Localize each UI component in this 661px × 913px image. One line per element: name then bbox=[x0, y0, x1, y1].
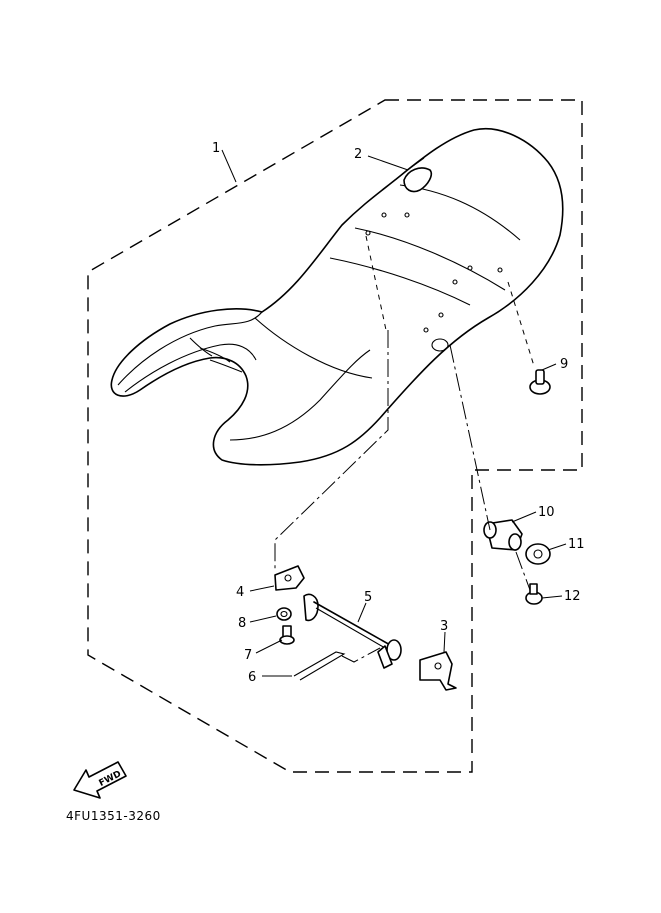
bolt-7[interactable] bbox=[279, 625, 295, 645]
seat-lock-10[interactable] bbox=[483, 519, 523, 551]
leader-3 bbox=[443, 631, 446, 653]
leader-1 bbox=[221, 149, 237, 183]
callout-8: 8 bbox=[238, 616, 246, 631]
callout-3: 3 bbox=[440, 619, 448, 634]
callout-10: 10 bbox=[538, 505, 555, 520]
washer-8[interactable] bbox=[276, 607, 292, 621]
leader-4 bbox=[249, 585, 275, 592]
cable-6[interactable] bbox=[293, 651, 346, 681]
leader-10 bbox=[511, 511, 537, 523]
lock-rod-5[interactable] bbox=[303, 593, 402, 669]
assembly-line-seat-to-holes bbox=[365, 235, 387, 331]
part-code: 4FU1351-3260 bbox=[66, 809, 161, 823]
callout-12: 12 bbox=[564, 589, 581, 604]
seat[interactable] bbox=[110, 128, 564, 466]
assembly-line-seat-to-lock bbox=[449, 344, 491, 531]
assembly-line-seat-to-hook bbox=[274, 330, 389, 570]
callout-2: 2 bbox=[354, 147, 362, 162]
leader-5 bbox=[357, 602, 367, 623]
bracket-3[interactable] bbox=[419, 651, 457, 691]
assembly-line-cable bbox=[341, 647, 381, 663]
leader-2 bbox=[367, 155, 409, 171]
leader-12 bbox=[541, 595, 563, 599]
fwd-arrow-icon: FWD bbox=[73, 761, 127, 799]
assembly-boundary bbox=[87, 99, 583, 773]
callout-4: 4 bbox=[236, 585, 244, 600]
callout-5: 5 bbox=[364, 590, 372, 605]
leader-7 bbox=[255, 639, 283, 654]
seat-hook-4[interactable] bbox=[274, 565, 305, 591]
leader-11 bbox=[547, 543, 567, 551]
assembly-line-seat-to-damper bbox=[507, 281, 535, 367]
callout-1: 1 bbox=[212, 141, 220, 156]
nut-11[interactable] bbox=[525, 543, 551, 565]
seat-strap[interactable] bbox=[403, 157, 433, 193]
callout-9: 9 bbox=[560, 357, 568, 372]
callout-11: 11 bbox=[568, 537, 585, 552]
callout-7: 7 bbox=[244, 648, 252, 663]
leader-8 bbox=[249, 615, 277, 623]
callout-6: 6 bbox=[248, 670, 256, 685]
leader-9 bbox=[541, 363, 557, 371]
assembly-line-lock-to-bolt bbox=[515, 551, 531, 591]
damper-9[interactable] bbox=[529, 369, 551, 395]
